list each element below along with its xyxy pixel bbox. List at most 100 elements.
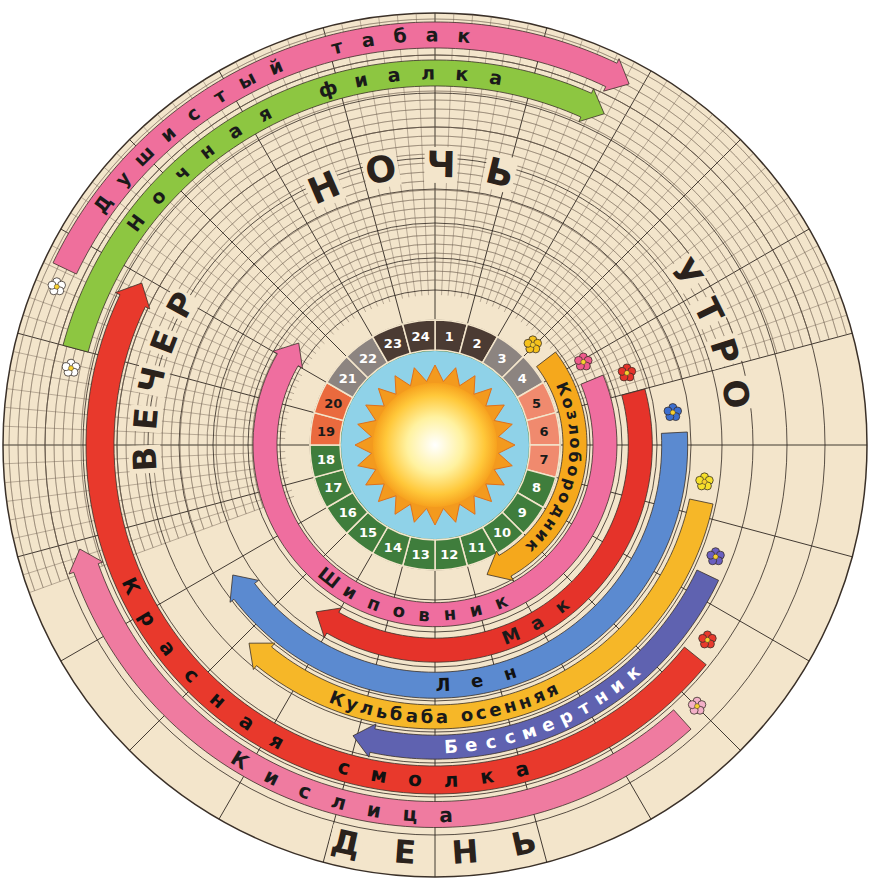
letter: Е	[145, 324, 184, 360]
letter: а	[528, 612, 548, 634]
letter: р	[136, 607, 161, 630]
band-shape	[253, 343, 617, 627]
letter: к	[491, 591, 509, 612]
letter: Ч	[133, 362, 171, 398]
letter: т	[329, 36, 344, 57]
hour-number: 16	[339, 505, 357, 518]
letter: о	[146, 186, 169, 208]
flower-band: Ки с л и ц а	[63, 543, 697, 834]
letter: м	[520, 721, 540, 743]
grid-ring	[213, 223, 657, 667]
letter: б	[420, 708, 433, 726]
grid-ring	[248, 258, 622, 632]
band-shape	[69, 549, 691, 828]
letter: и	[468, 600, 485, 621]
letter: и	[352, 70, 369, 91]
hour-number: 24	[412, 329, 430, 342]
letter: к	[552, 595, 573, 617]
letter: Ь	[507, 824, 542, 861]
letter: и	[340, 581, 360, 603]
sun-core	[373, 383, 497, 507]
letter: а	[225, 120, 246, 143]
letter: й	[267, 56, 287, 79]
letter: б	[393, 26, 408, 46]
letter: а	[436, 708, 449, 726]
hour-number: 5	[532, 396, 541, 409]
grid-ring	[27, 37, 829, 585]
grid-ring	[280, 290, 590, 600]
letter: Е	[391, 835, 419, 869]
letter: с	[474, 703, 488, 723]
hour-number: 23	[384, 337, 402, 350]
hour-number: 12	[440, 548, 458, 561]
hour-number: 21	[339, 372, 357, 385]
letter: о	[391, 601, 407, 621]
letter: ы	[235, 68, 259, 93]
letter: Н	[124, 211, 149, 235]
flower-name: Ки с л и ц а	[63, 543, 697, 834]
flower-icon	[575, 353, 593, 370]
letter: е	[464, 735, 478, 754]
letter: а	[488, 68, 504, 89]
letter: л	[443, 769, 459, 790]
grid-ring	[45, 55, 812, 578]
letter: а	[405, 706, 419, 725]
letter: к	[478, 765, 494, 787]
letter: О	[716, 375, 755, 413]
letter: л	[565, 422, 582, 435]
letter: а	[387, 65, 402, 85]
grid-ring	[117, 127, 742, 554]
letter: Б	[444, 737, 459, 756]
letter: к	[623, 662, 644, 684]
letter: к	[457, 26, 471, 46]
letter: б	[566, 451, 583, 464]
letter: у	[112, 168, 134, 190]
flower-icon	[696, 473, 714, 490]
letter: а	[426, 25, 439, 44]
letter: т	[210, 85, 229, 107]
letter: з	[563, 409, 581, 421]
letter: К	[228, 747, 252, 773]
letter: я	[267, 729, 288, 753]
letter	[303, 745, 317, 766]
flower-icon	[524, 336, 542, 353]
letter: и	[607, 675, 628, 697]
letter: Р	[160, 286, 201, 325]
letter: с	[180, 664, 203, 686]
letter: т	[575, 697, 593, 718]
hour-number: 3	[497, 351, 506, 364]
grid-ring	[252, 262, 612, 508]
flower-icon	[664, 404, 682, 421]
hour-number: 13	[412, 548, 430, 561]
letter: ч	[170, 161, 192, 184]
letter: о	[407, 769, 422, 790]
grid-ring	[117, 127, 753, 763]
flower-icon	[618, 364, 636, 381]
letter: е	[539, 714, 557, 735]
letter: ц	[402, 804, 418, 825]
letter: с	[484, 732, 498, 752]
letter: я	[255, 103, 275, 125]
letter: ф	[316, 77, 340, 101]
paper-disk	[3, 13, 867, 877]
flower-icon	[48, 278, 66, 295]
letter: и	[157, 122, 179, 145]
hour-line	[130, 140, 347, 357]
letter: О	[360, 149, 401, 191]
letter: к	[455, 64, 469, 84]
flower-name: Лен	[224, 426, 694, 704]
hour-number: 10	[493, 526, 511, 539]
hour-segment	[435, 537, 467, 570]
grid-ring	[179, 189, 691, 701]
letter: а	[156, 637, 180, 660]
letter: о	[559, 395, 578, 410]
letter: Т	[688, 291, 731, 330]
letter: К	[119, 575, 144, 598]
letter: Д	[90, 192, 115, 217]
letter: К	[326, 688, 346, 710]
letter: р	[557, 706, 576, 728]
letter: н	[591, 686, 611, 708]
letter: и	[261, 765, 282, 789]
